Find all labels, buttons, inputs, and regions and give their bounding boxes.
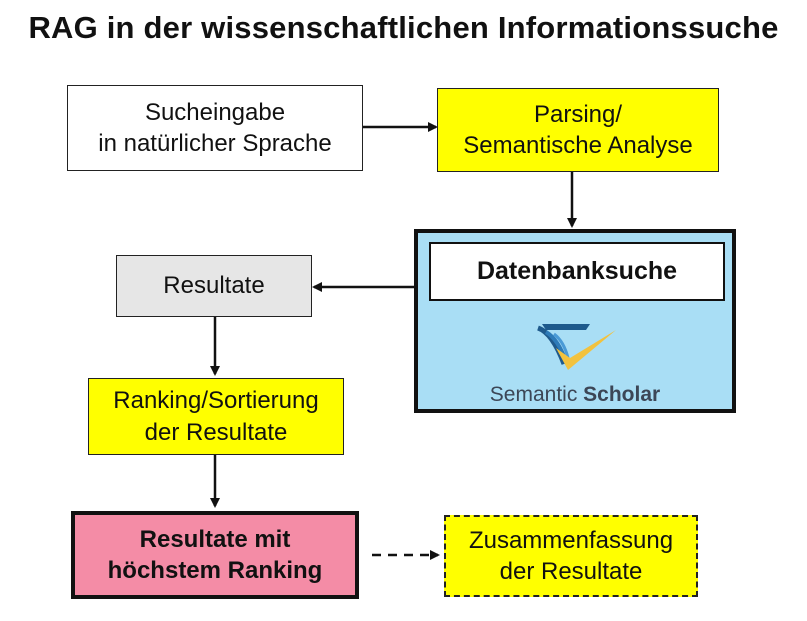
summary-line-2: der Resultate — [499, 558, 643, 585]
search-input-box: Sucheingabe in natürlicher Sprache — [67, 85, 363, 171]
results-box: Resultate — [116, 255, 312, 317]
search-input-line-1: Sucheingabe — [144, 98, 286, 126]
logo-word-scholar: Scholar — [583, 383, 661, 406]
ranking-line-1: Ranking/Sortierung — [113, 387, 319, 415]
semantic-scholar-wordmark: Semantic Scholar — [418, 381, 732, 408]
search-input-line-2: in natürlicher Sprache — [98, 130, 332, 157]
database-search-label: Datenbanksuche — [429, 242, 725, 301]
top-ranked-results-box: Resultate mit höchstem Ranking — [71, 511, 359, 599]
parsing-line-2: Semantische Analyse — [463, 132, 693, 159]
top-results-line-1: Resultate mit — [139, 525, 291, 553]
database-search-panel: Datenbanksuche Semantic Scholar — [414, 229, 736, 413]
summary-box: Zusammenfassung der Resultate — [444, 515, 698, 597]
diagram-title: RAG in der wissenschaftlichen Informatio… — [28, 10, 779, 45]
ranking-line-2: der Resultate — [144, 418, 288, 446]
results-label: Resultate — [163, 272, 265, 300]
summary-line-1: Zusammenfassung — [468, 526, 674, 554]
semantic-scholar-logo-icon — [536, 324, 616, 370]
ranking-box: Ranking/Sortierung der Resultate — [88, 378, 344, 455]
top-results-line-2: höchstem Ranking — [107, 557, 323, 584]
parsing-line-1: Parsing/ — [533, 100, 623, 128]
logo-word-semantic: Semantic — [489, 383, 578, 406]
parsing-box: Parsing/ Semantische Analyse — [437, 88, 719, 172]
